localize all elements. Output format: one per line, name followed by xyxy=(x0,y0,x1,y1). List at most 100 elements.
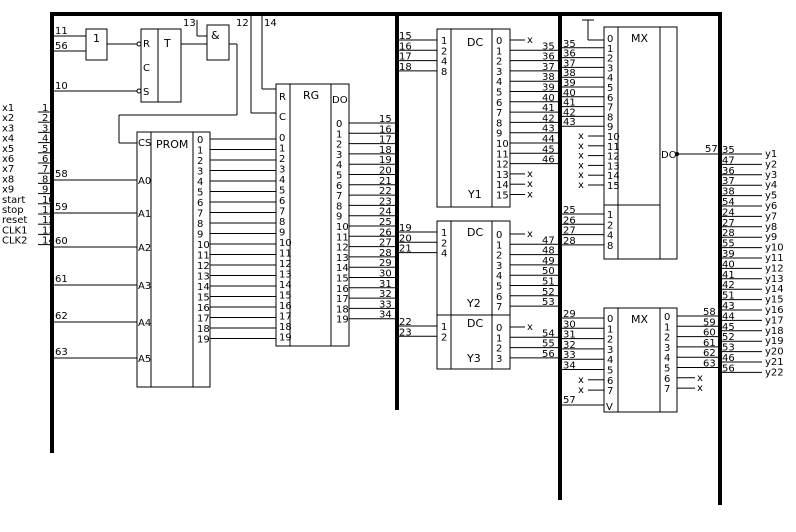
rg-out-pin: 14 xyxy=(336,263,349,274)
rg-out-pin: 16 xyxy=(336,284,349,295)
output-label: y12 xyxy=(765,263,784,274)
dc1-in-pin: 1 xyxy=(441,36,447,47)
rg-out-wire: 28 xyxy=(379,248,392,259)
dc1-title: DC xyxy=(467,36,483,49)
input-label: x7 xyxy=(2,164,14,175)
prom-addr-pin: A5 xyxy=(138,354,151,365)
output-wire-number: 40 xyxy=(722,259,735,270)
dc1-out-unused: x xyxy=(527,179,533,190)
dc1-in-pin: 2 xyxy=(441,46,447,57)
mx2-in-pin: 5 xyxy=(607,366,613,377)
dc2-in-pin: 4 xyxy=(441,249,447,260)
prom-out-pin: 8 xyxy=(197,219,203,230)
output-wire-number: 55 xyxy=(722,239,735,250)
dc3-out-unused: x xyxy=(527,322,533,333)
mx2-out-unused: x xyxy=(697,373,703,384)
input-label: x3 xyxy=(2,123,14,134)
dc2-in-wire: 20 xyxy=(399,233,412,244)
output-label: y3 xyxy=(765,170,777,181)
dc3-out-wire: 54 xyxy=(542,328,555,339)
output-wire-number: 43 xyxy=(722,301,735,312)
prom-addr-wire: 62 xyxy=(55,311,68,322)
dc1-out-pin: 8 xyxy=(496,118,502,129)
dc2-in-wire: 21 xyxy=(399,244,412,255)
mx2-in-unused: x xyxy=(578,375,584,386)
mx2-out-wire: 58 xyxy=(703,307,716,318)
prom-out-pin: 2 xyxy=(197,156,203,167)
dc2-block xyxy=(436,220,511,370)
and-gate-label: & xyxy=(211,29,220,42)
and-gate xyxy=(206,24,230,61)
prom-addr-pin: A4 xyxy=(138,318,151,329)
prom-block xyxy=(136,131,211,388)
prom-out-pin: 11 xyxy=(197,251,210,262)
t-pin-s: S xyxy=(143,87,149,98)
output-label: y6 xyxy=(765,201,777,212)
dc3-out-wire: 55 xyxy=(542,339,555,350)
dc2-out-pin: 3 xyxy=(496,261,502,272)
mx1-data-wire: 39 xyxy=(563,78,576,89)
dc3-name: Y3 xyxy=(466,352,481,365)
and-in-wire: 13 xyxy=(183,18,196,29)
dc1-out-unused: x xyxy=(527,35,533,46)
prom-addr-wire: 60 xyxy=(55,236,68,247)
input-wire-number: 8 xyxy=(42,174,48,185)
rg-in-pin: 14 xyxy=(279,280,292,291)
dc1-block xyxy=(436,28,511,208)
rg-out-wire: 25 xyxy=(379,217,392,228)
output-wire-number: 47 xyxy=(722,155,735,166)
dc1-out-wire: 40 xyxy=(542,93,555,104)
or-in-wire-1: 11 xyxy=(55,26,68,37)
dc1-out-pin: 6 xyxy=(496,98,502,109)
rg-out-pin: 5 xyxy=(336,171,342,182)
dc2-out-pin: 2 xyxy=(496,251,502,262)
rg-out-wire: 26 xyxy=(379,227,392,238)
rg-in-pin: 2 xyxy=(279,154,285,165)
dc2-out-pin: 5 xyxy=(496,282,502,293)
prom-out-pin: 3 xyxy=(197,167,203,178)
mx1-data-pin: 0 xyxy=(607,34,613,45)
mx2-out-pin: 6 xyxy=(664,374,670,385)
mx1-block xyxy=(603,26,678,260)
prom-out-pin: 4 xyxy=(197,177,203,188)
rg-out-pin: 4 xyxy=(336,160,342,171)
input-wire-number: 11 xyxy=(42,205,55,216)
mx1-data-unused: x xyxy=(578,180,584,191)
rg-in-pin: 13 xyxy=(279,270,292,281)
dc3-in-wire: 23 xyxy=(399,327,412,338)
mx2-out-pin: 2 xyxy=(664,333,670,344)
mx1-sel-pin: 4 xyxy=(607,231,613,242)
mx2-in-pin: 0 xyxy=(607,314,613,325)
t-pin-r: R xyxy=(143,39,150,50)
rg-out-wire: 22 xyxy=(379,186,392,197)
prom-out-pin: 13 xyxy=(197,272,210,283)
mx1-data-pin: 10 xyxy=(607,132,620,143)
prom-out-pin: 1 xyxy=(197,146,203,157)
mx2-out-pin: 0 xyxy=(664,312,670,323)
or-in-wire-2: 56 xyxy=(55,41,68,52)
dc1-out-pin: 14 xyxy=(496,180,509,191)
input-label: x9 xyxy=(2,185,14,196)
rg-pin-c: C xyxy=(279,112,286,123)
prom-out-pin: 18 xyxy=(197,324,210,335)
prom-out-pin: 10 xyxy=(197,240,210,251)
rg-out-wire: 16 xyxy=(379,124,392,135)
output-label: y1 xyxy=(765,149,777,160)
prom-out-pin: 7 xyxy=(197,209,203,220)
rg-in-pin: 6 xyxy=(279,196,285,207)
mx2-title: MX xyxy=(631,313,648,326)
dc2-title: DC xyxy=(467,226,483,239)
prom-out-pin: 12 xyxy=(197,261,210,272)
prom-out-pin: 5 xyxy=(197,188,203,199)
mx2-in-pin: 6 xyxy=(607,376,613,387)
dc1-out-pin: 1 xyxy=(496,46,502,57)
rg-out-pin: 18 xyxy=(336,304,349,315)
mx1-title: MX xyxy=(631,32,648,45)
output-wire-number: 38 xyxy=(722,187,735,198)
mx1-data-wire: 43 xyxy=(563,117,576,128)
prom-addr-wire: 61 xyxy=(55,274,68,285)
mx2-out-pin: 7 xyxy=(664,384,670,395)
rg-out-pin: 12 xyxy=(336,243,349,254)
rg-out-wire: 18 xyxy=(379,145,392,156)
dc2-out-wire: 51 xyxy=(542,277,555,288)
